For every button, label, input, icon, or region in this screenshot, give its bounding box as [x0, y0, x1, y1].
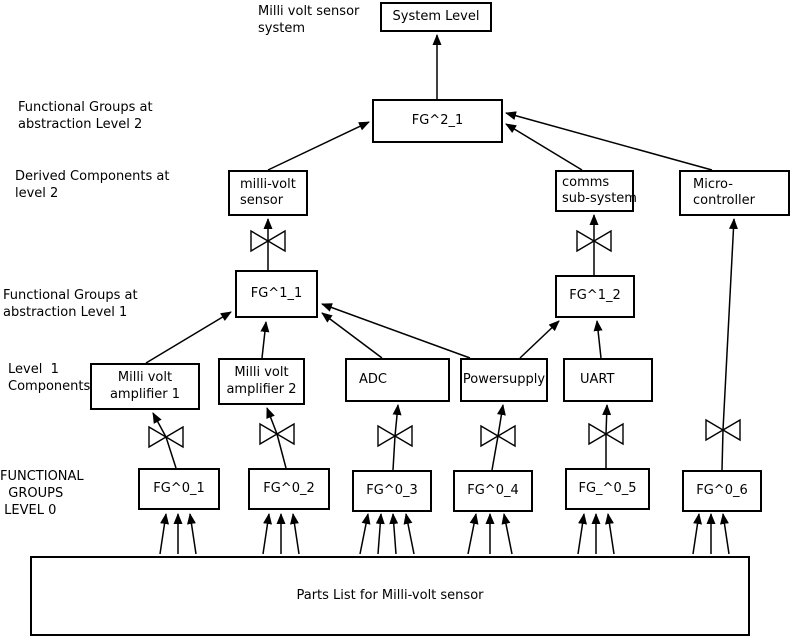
edge-powersupply-to-fg11: [321, 303, 471, 359]
edges-partslist-to-fg03: [359, 513, 415, 555]
parts-arrow: [577, 513, 587, 555]
edge-amp2-to-fg11: [260, 321, 270, 359]
edge-amp1-to-fg11: [145, 311, 232, 364]
node-milli-volt-sensor: milli-volt sensor: [228, 170, 308, 216]
edge-comms-to-fg21: [505, 123, 583, 171]
node-micro-controller: Micro- controller: [679, 170, 790, 216]
node-powersupply: Powersupply: [460, 358, 548, 402]
parts-arrow: [720, 513, 730, 555]
label-derived-components-level2: Derived Components at level 2: [15, 169, 170, 201]
bowtie-icon: [148, 425, 184, 449]
bowtie-icon: [588, 422, 624, 446]
edges-partslist-to-fg05: [577, 513, 615, 555]
label-functional-groups-level1: Functional Groups at abstraction Level 1: [3, 288, 138, 320]
parts-arrow: [389, 513, 399, 555]
label-functional-groups-level2: Functional Groups at abstraction Level 2: [18, 100, 153, 132]
parts-arrow: [262, 513, 272, 555]
bowtie-icon: [576, 229, 612, 253]
node-fg-1-2: FG^1_2: [555, 275, 635, 318]
edge-micro-to-fg21: [505, 111, 713, 171]
parts-arrow: [692, 513, 702, 555]
edge-sensor-to-fg21: [267, 121, 370, 171]
bowtie-icon: [259, 422, 295, 446]
edges-partslist-to-fg02: [262, 513, 300, 555]
parts-arrow: [375, 513, 385, 555]
node-uart: UART: [563, 358, 653, 402]
node-parts-list: Parts List for Milli-volt sensor: [30, 556, 750, 636]
edge-fg05-to-uart: [602, 404, 612, 468]
node-fg-1-1: FG^1_1: [235, 270, 318, 318]
bowtie-icon: [705, 418, 741, 442]
node-fg-2-1: FG^2_1: [372, 99, 503, 143]
bowtie-icon: [250, 229, 286, 253]
node-fg-0-5: FG_^0_5: [565, 468, 650, 510]
node-fg-0-6: FG^0_6: [682, 470, 762, 512]
parts-arrow: [290, 513, 300, 555]
node-comms-subsystem: comms sub-system: [555, 170, 637, 212]
node-system-level: System Level: [380, 2, 492, 32]
edge-uart-to-fg12: [593, 320, 603, 359]
label-level1-components: Level 1 Components: [8, 362, 91, 394]
parts-arrow: [501, 513, 513, 555]
node-amplifier-1: Milli volt amplifier 1: [90, 363, 200, 410]
node-fg-0-3: FG^0_3: [352, 470, 432, 512]
node-fg-0-4: FG^0_4: [453, 470, 533, 512]
edges-partslist-to-fg06: [692, 513, 730, 555]
edges-partslist-to-fg01: [159, 513, 197, 555]
label-functional-groups-level0: FUNCTIONAL GROUPS LEVEL 0: [0, 469, 84, 518]
parts-arrow: [187, 513, 197, 555]
node-amplifier-2: Milli volt amplifier 2: [218, 358, 305, 405]
bowtie-icon: [377, 424, 413, 448]
caption-milli-volt-sensor-system: Milli volt sensor system: [258, 4, 360, 36]
parts-arrow: [605, 513, 615, 555]
bowtie-icon: [480, 424, 516, 448]
parts-arrow: [403, 513, 415, 555]
node-fg-0-1: FG^0_1: [138, 468, 220, 510]
node-fg-0-2: FG^0_2: [248, 468, 330, 510]
parts-arrow: [467, 513, 479, 555]
node-adc: ADC: [345, 358, 450, 402]
edge-adc-to-fg11: [321, 312, 383, 359]
edge-powersupply-to-fg12: [519, 320, 560, 359]
parts-arrow: [159, 513, 169, 555]
edges-partslist-to-fg04: [467, 513, 513, 555]
parts-arrow: [359, 513, 371, 555]
